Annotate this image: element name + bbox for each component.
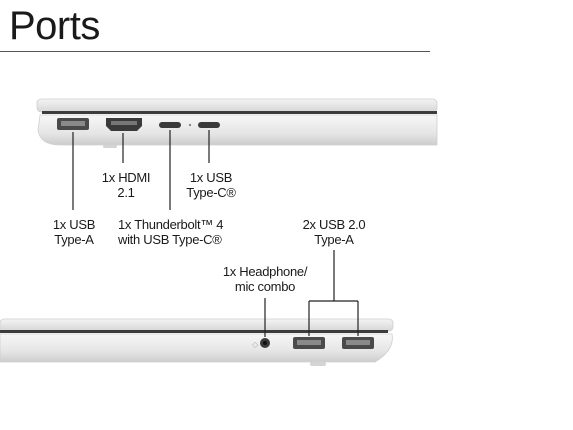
foot-left [103, 145, 117, 148]
leader-lines-right [264, 250, 359, 337]
label-usb-c-line2: Type-C® [186, 185, 236, 200]
usb-a-port-right-1 [293, 337, 325, 349]
foot-right [310, 362, 326, 366]
label-thunderbolt: 1x Thunderbolt™ 4 with USB Type-C® [118, 217, 228, 247]
headphone-symbol: ◇ [252, 340, 259, 349]
title-divider [0, 51, 430, 52]
label-thunderbolt-line1: 1x Thunderbolt™ 4 [118, 217, 224, 232]
label-usb-2-line1: 2x USB 2.0 [302, 217, 366, 232]
laptop-right-side: ◇ [0, 318, 394, 366]
base-right [0, 333, 393, 363]
label-usb-2-line2: Type-A [314, 232, 354, 247]
usb-a-port-right-2 [342, 337, 374, 349]
label-usb-c: 1x USB Type-C® [181, 170, 241, 200]
base-left [37, 114, 438, 146]
label-usb-a-left-line2: Type-A [54, 232, 94, 247]
lid-left [36, 98, 438, 113]
label-usb-a-left: 1x USB Type-A [48, 217, 100, 247]
thunderbolt-port [159, 122, 181, 128]
usb-c-port [198, 122, 220, 128]
leader-lines-left [72, 130, 210, 210]
label-headphone: 1x Headphone/ mic combo [219, 264, 311, 294]
thunderbolt-indicator [188, 123, 192, 127]
hdmi-port [106, 118, 142, 131]
label-hdmi: 1x HDMI 2.1 [100, 170, 152, 200]
lid-right [0, 318, 394, 332]
usb-a-port-left [57, 118, 89, 130]
label-thunderbolt-line2: with USB Type-C® [118, 232, 222, 247]
hinge-gap-right [0, 330, 388, 333]
page-title: Ports [9, 4, 100, 48]
label-hdmi-line2: 2.1 [117, 185, 135, 200]
laptop-left-side [36, 98, 438, 148]
label-usb-c-line1: 1x USB [189, 170, 233, 185]
label-usb-a-left-line1: 1x USB [52, 217, 96, 232]
label-headphone-line1: 1x Headphone/ [222, 264, 308, 279]
label-hdmi-line1: 1x HDMI [101, 170, 151, 185]
label-headphone-line2: mic combo [234, 279, 296, 294]
hinge-gap-left [42, 111, 437, 114]
label-usb-2: 2x USB 2.0 Type-A [298, 217, 370, 247]
